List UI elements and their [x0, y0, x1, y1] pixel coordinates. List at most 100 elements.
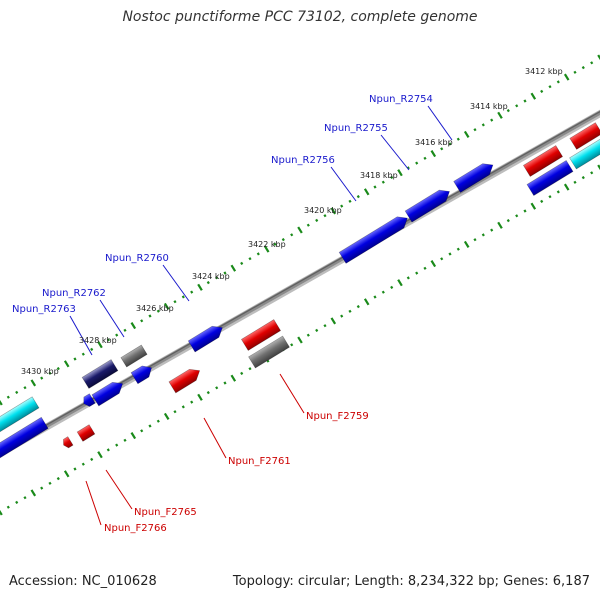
tick-dot-outer [248, 257, 252, 261]
tick-dot-inner [523, 209, 527, 213]
tick-dot-inner [163, 412, 170, 420]
tick-dot-outer [440, 147, 444, 151]
tick-dot-outer [197, 283, 203, 291]
tick-dot-outer [40, 376, 44, 380]
tick-dot-outer [323, 214, 327, 218]
leader-line [69, 315, 93, 356]
gene-label: Npun_R2755 [324, 123, 388, 134]
tick-dot-inner [123, 438, 127, 442]
tick-dot-inner [481, 233, 485, 237]
accession-text: Accession: NC_010628 [9, 574, 157, 589]
tick-dot-outer [140, 319, 144, 323]
tick-dot-inner [23, 496, 27, 500]
tick-dot-outer [373, 185, 377, 189]
tick-label: 3428 kbp [79, 336, 117, 345]
tick-dot-inner [406, 276, 410, 280]
tick-dot-inner [15, 500, 19, 504]
tick-dot-inner [306, 333, 310, 337]
tick-dot-outer [390, 175, 394, 179]
gene-label: Npun_R2760 [105, 253, 169, 264]
tick-dot-inner [6, 505, 10, 509]
tick-dot-outer [497, 111, 503, 119]
tick-dot-inner [48, 481, 52, 485]
tick-dot-outer [81, 352, 85, 356]
gene-label: Npun_R2756 [271, 155, 335, 166]
gene-npun-f2766 [63, 436, 74, 449]
tick-dot-outer [173, 300, 177, 304]
tick-dot-outer [63, 360, 70, 368]
tick-dot-inner [223, 381, 227, 385]
tick-dot-outer [306, 223, 310, 227]
tick-dot-outer [506, 109, 510, 113]
leader-line [427, 105, 453, 141]
tick-dot-outer [263, 245, 270, 253]
tick-label: 3420 kbp [304, 206, 342, 215]
tick-dot-inner [356, 305, 360, 309]
tick-label: 3424 kbp [192, 272, 230, 281]
tick-dot-outer [481, 123, 485, 127]
tick-dot-outer [456, 137, 460, 141]
tick-dot-inner [415, 271, 419, 275]
tick-dot-outer [523, 99, 527, 103]
tick-dot-inner [315, 328, 319, 332]
tick-dot-inner [173, 410, 177, 414]
tick-dot-outer [115, 333, 119, 337]
tick-dot-outer [573, 70, 577, 74]
tick-dot-outer [206, 281, 210, 285]
tick-dot-outer [597, 54, 600, 62]
tick-dot-inner [381, 290, 385, 294]
gene-blue-left-edge [0, 416, 49, 460]
tick-dot-inner [563, 183, 570, 191]
tick-dot-outer [0, 398, 3, 406]
tick-dot-outer [73, 357, 77, 361]
tick-dot-inner [590, 171, 594, 175]
leader-line [203, 417, 227, 459]
tick-dot-inner [506, 219, 510, 223]
tick-label: 3426 kbp [136, 304, 174, 313]
gene-red-far-right [569, 122, 600, 150]
tick-dot-outer [15, 390, 19, 394]
tick-dot-outer [106, 338, 110, 342]
tick-dot-inner [0, 508, 3, 516]
gene-npun-f2759 [240, 319, 282, 351]
leader-line [279, 373, 305, 414]
tick-dot-inner [56, 477, 60, 481]
tick-dot-outer [281, 238, 285, 242]
tick-dot-inner [463, 240, 470, 248]
tick-label: 3422 kbp [248, 240, 286, 249]
leader-line [330, 166, 357, 202]
tick-dot-outer [397, 169, 403, 177]
map-title: Nostoc punctiforme PCC 73102, complete g… [122, 9, 478, 25]
tick-dot-outer [90, 347, 94, 351]
tick-dot-inner [97, 451, 103, 459]
tick-dot-inner [148, 424, 152, 428]
tick-dot-outer [563, 73, 570, 81]
tick-dot-outer [581, 66, 585, 70]
tick-dot-outer [530, 92, 537, 100]
tick-dot-inner [440, 257, 444, 261]
tick-dot-outer [548, 85, 552, 89]
gene-navy [81, 359, 119, 389]
tick-dot-outer [463, 130, 470, 138]
tick-dot-inner [340, 314, 344, 318]
tick-dot-inner [473, 238, 477, 242]
tick-dot-inner [197, 393, 203, 401]
tick-dot-outer [215, 276, 219, 280]
tick-dot-inner [290, 343, 294, 347]
gene-label: Npun_F2766 [104, 523, 167, 534]
tick-dot-inner [348, 309, 352, 313]
tick-dot-outer [230, 264, 237, 272]
tick-dot-inner [330, 317, 337, 325]
tick-dot-outer [163, 302, 170, 310]
tick-dot-inner [423, 266, 427, 270]
tick-dot-inner [397, 279, 403, 287]
tick-dot-outer [448, 142, 452, 146]
tick-dot-inner [456, 247, 460, 251]
tick-dot-outer [181, 295, 185, 299]
genome-summary-text: Topology: circular; Length: 8,234,322 bp… [232, 574, 590, 589]
tick-dot-inner [430, 260, 437, 268]
tick-dot-inner [73, 467, 77, 471]
tick-dot-outer [190, 290, 194, 294]
